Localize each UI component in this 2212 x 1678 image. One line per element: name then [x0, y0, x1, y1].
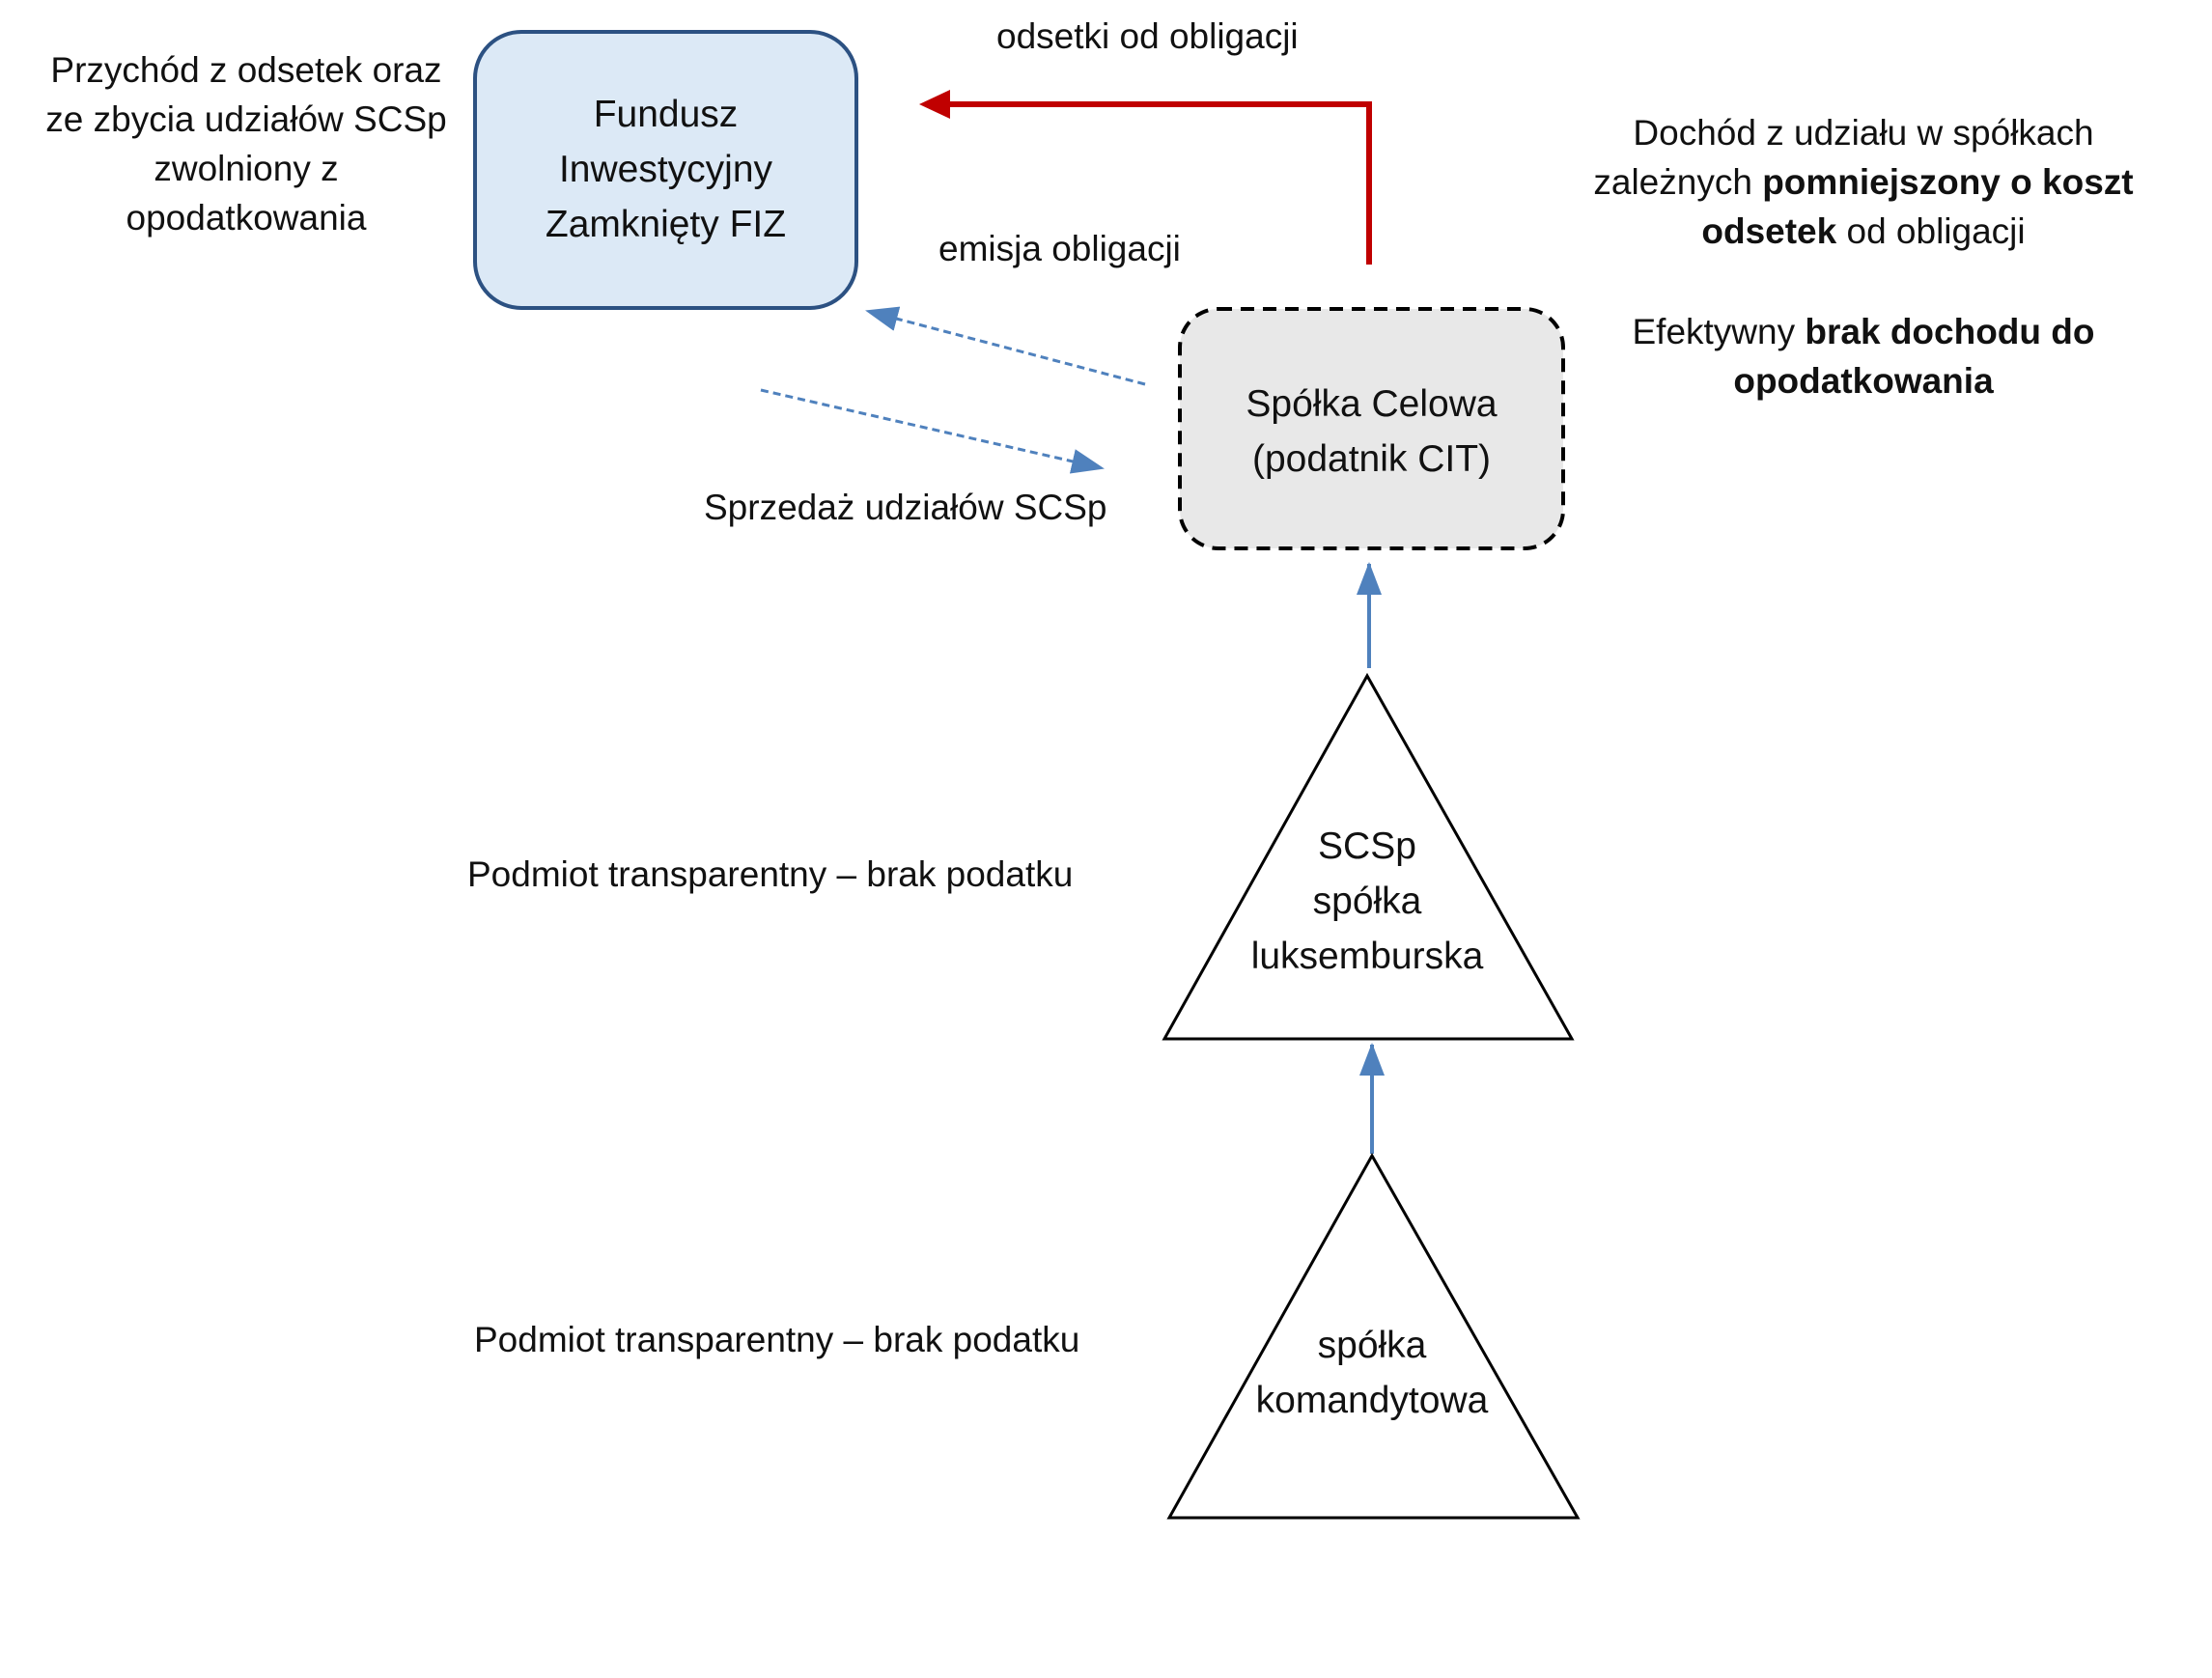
- income-note-bold: pomniejszony o koszt: [1762, 162, 2134, 202]
- share-sale-arrow: [760, 388, 1105, 474]
- effective-note-line: Efektywny brak dochodu do: [1526, 307, 2201, 356]
- sk-triangle: [1166, 1152, 1581, 1520]
- fiz-note-line: Przychód z odsetek oraz: [50, 50, 442, 90]
- effective-note-line: opodatkowania: [1526, 356, 2201, 406]
- interest-arrow: [924, 99, 1372, 265]
- share-sale-label: Sprzedaż udziałów SCSp: [704, 488, 1107, 527]
- spv-label-line: Spółka Celowa: [1246, 383, 1498, 425]
- sk-label-line: spółka: [1317, 1325, 1427, 1366]
- fiz-label: Fundusz Inwestycyjny Zamknięty FIZ: [475, 87, 856, 252]
- fiz-label-line: Inwestycyjny: [558, 149, 773, 190]
- income-note-line: odsetek od obligacji: [1526, 207, 2201, 256]
- scsp-label-line: SCSp: [1318, 825, 1416, 867]
- spv-box: [1178, 307, 1565, 550]
- interest-arrowhead: [919, 90, 950, 119]
- income-note-bold: odsetek: [1701, 211, 1837, 251]
- fiz-note-line: opodatkowania: [126, 198, 367, 238]
- effective-note-bold: opodatkowania: [1733, 361, 1994, 401]
- income-note-plain: od obligacji: [1836, 211, 2026, 251]
- sk-label-line: komandytowa: [1255, 1380, 1489, 1421]
- scsp-label: SCSp spółka luksemburska: [1174, 819, 1560, 984]
- income-note-line: zależnych pomniejszony o koszt: [1526, 157, 2201, 207]
- income-note-plain: zależnych: [1593, 162, 1763, 202]
- fiz-label-line: Zamknięty FIZ: [545, 204, 787, 245]
- scsp-label-line: luksemburska: [1250, 936, 1484, 977]
- scsp-triangle: [1162, 672, 1575, 1041]
- spv-label-line: (podatnik CIT): [1251, 438, 1492, 480]
- fiz-box: [473, 30, 858, 310]
- fiz-note-line: ze zbycia udziałów SCSp: [45, 99, 447, 139]
- bond-issue-arrow: [865, 306, 1146, 386]
- scsp-label-line: spółka: [1312, 881, 1422, 922]
- transparent-label-scsp: Podmiot transparentny – brak podatku: [467, 854, 1074, 894]
- interest-label: odsetki od obligacji: [996, 16, 1299, 56]
- transparent-label-sk: Podmiot transparentny – brak podatku: [474, 1320, 1080, 1359]
- spv-label: Spółka Celowa (podatnik CIT): [1180, 377, 1563, 487]
- sk-label: spółka komandytowa: [1179, 1318, 1565, 1428]
- income-note: Dochód z udziału w spółkach zależnych po…: [1526, 108, 2201, 256]
- fiz-note-line: zwolniony z: [154, 149, 339, 188]
- effective-note: Efektywny brak dochodu do opodatkowania: [1526, 307, 2201, 406]
- bond-issue-label: emisja obligacji: [938, 229, 1181, 268]
- income-note-line: Dochód z udziału w spółkach: [1633, 113, 2094, 153]
- fiz-note: Przychód z odsetek oraz ze zbycia udział…: [29, 45, 463, 242]
- effective-note-bold: brak dochodu do: [1805, 312, 2095, 351]
- fiz-label-line: Fundusz: [593, 94, 739, 135]
- effective-note-plain: Efektywny: [1632, 312, 1806, 351]
